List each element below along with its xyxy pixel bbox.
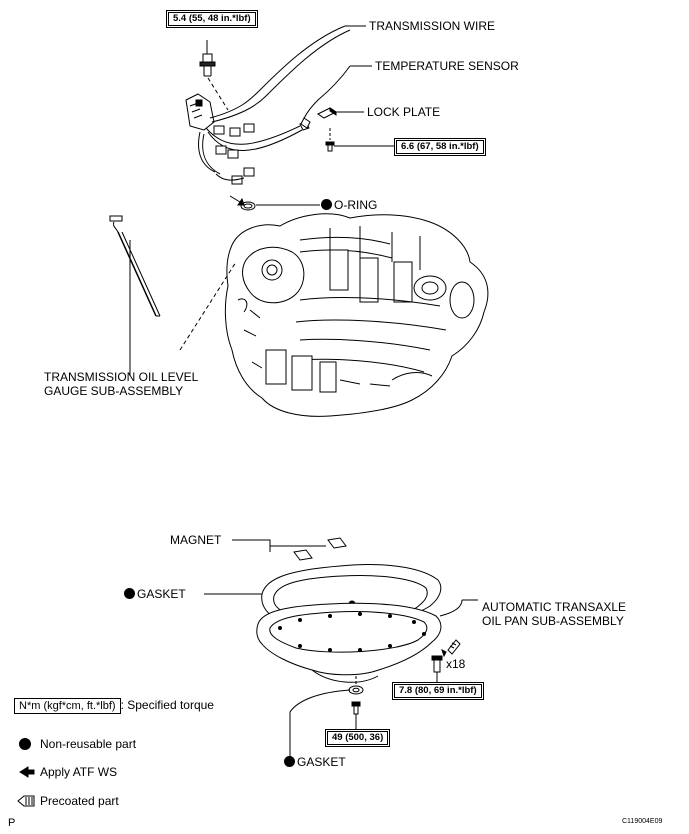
label-quantity: x18 [446,657,466,671]
legend-apply-icon [19,766,35,778]
legend-torque-key: N*m (kgf*cm, ft.*lbf) [14,698,121,714]
legend-non-reusable: Non-reusable part [40,737,137,751]
label-oil-level-gauge: TRANSMISSION OIL LEVEL GAUGE SUB-ASSEMBL… [44,370,198,398]
transmission-wire-harness [185,25,351,185]
legend-torque: N*m (kgf*cm, ft.*lbf): Specified torque [14,698,214,714]
oil-level-gauge [109,215,161,317]
label-oil-pan: AUTOMATIC TRANSAXLE OIL PAN SUB-ASSEMBLY [482,600,626,628]
torque-box-lock-plate: 6.6 (67, 58 in.*lbf) [394,138,486,156]
temperature-sensor [300,65,351,129]
label-transmission-wire: TRANSMISSION WIRE [369,19,496,33]
bolt-lock-plate [325,128,335,152]
legend-precoated: Precoated part [40,794,119,808]
legend-non-reusable-icon [19,738,31,750]
bolt-top [199,40,216,77]
dashed-leader-gauge [179,261,237,351]
drain-plug [348,676,364,730]
lock-plate [317,107,337,119]
oil-pan-bolt [431,639,461,682]
gasket-lower-text: GASKET [297,755,346,769]
torque-box-oil-pan: 7.8 (80, 69 in.*lbf) [392,682,484,700]
non-reusable-icon [284,756,295,767]
figure-code: C119004E09 [622,818,663,825]
oil-level-gauge-line2: GAUGE SUB-ASSEMBLY [44,384,184,398]
non-reusable-icon [124,588,135,599]
legend-precoat-icon [17,795,35,807]
oil-level-gauge-line1: TRANSMISSION OIL LEVEL [44,370,199,384]
magnets [232,537,347,561]
torque-drain-value: 49 (500, 36) [327,731,389,745]
legend-apply-atf: Apply ATF WS [40,765,118,779]
torque-box-drain: 49 (500, 36) [325,729,391,747]
torque-box-top: 5.4 (55, 48 in.*lbf) [166,10,258,28]
label-gasket-upper: GASKET [124,587,186,601]
oil-pan-line1: AUTOMATIC TRANSAXLE [482,600,627,614]
label-o-ring: O-RING [321,198,377,212]
label-gasket-lower: GASKET [284,755,346,769]
transaxle-body [224,213,489,417]
non-reusable-icon [321,199,332,210]
label-magnet: MAGNET [170,533,222,547]
torque-oil-pan-value: 7.8 (80, 69 in.*lbf) [394,684,482,698]
legend-torque-desc: : Specified torque [120,698,214,712]
gasket-upper-text: GASKET [137,587,186,601]
torque-lock-plate-value: 6.6 (67, 58 in.*lbf) [396,140,484,154]
torque-top-value: 5.4 (55, 48 in.*lbf) [168,12,256,26]
footer-left: P [8,817,16,829]
leader-gasket-lower [289,689,351,758]
label-temperature-sensor: TEMPERATURE SENSOR [375,59,519,73]
o-ring [229,195,256,211]
oil-pan [256,599,478,683]
oil-pan-line2: OIL PAN SUB-ASSEMBLY [482,614,624,628]
o-ring-text: O-RING [334,198,378,212]
label-lock-plate: LOCK PLATE [367,105,441,119]
dashed-leader [207,77,229,111]
